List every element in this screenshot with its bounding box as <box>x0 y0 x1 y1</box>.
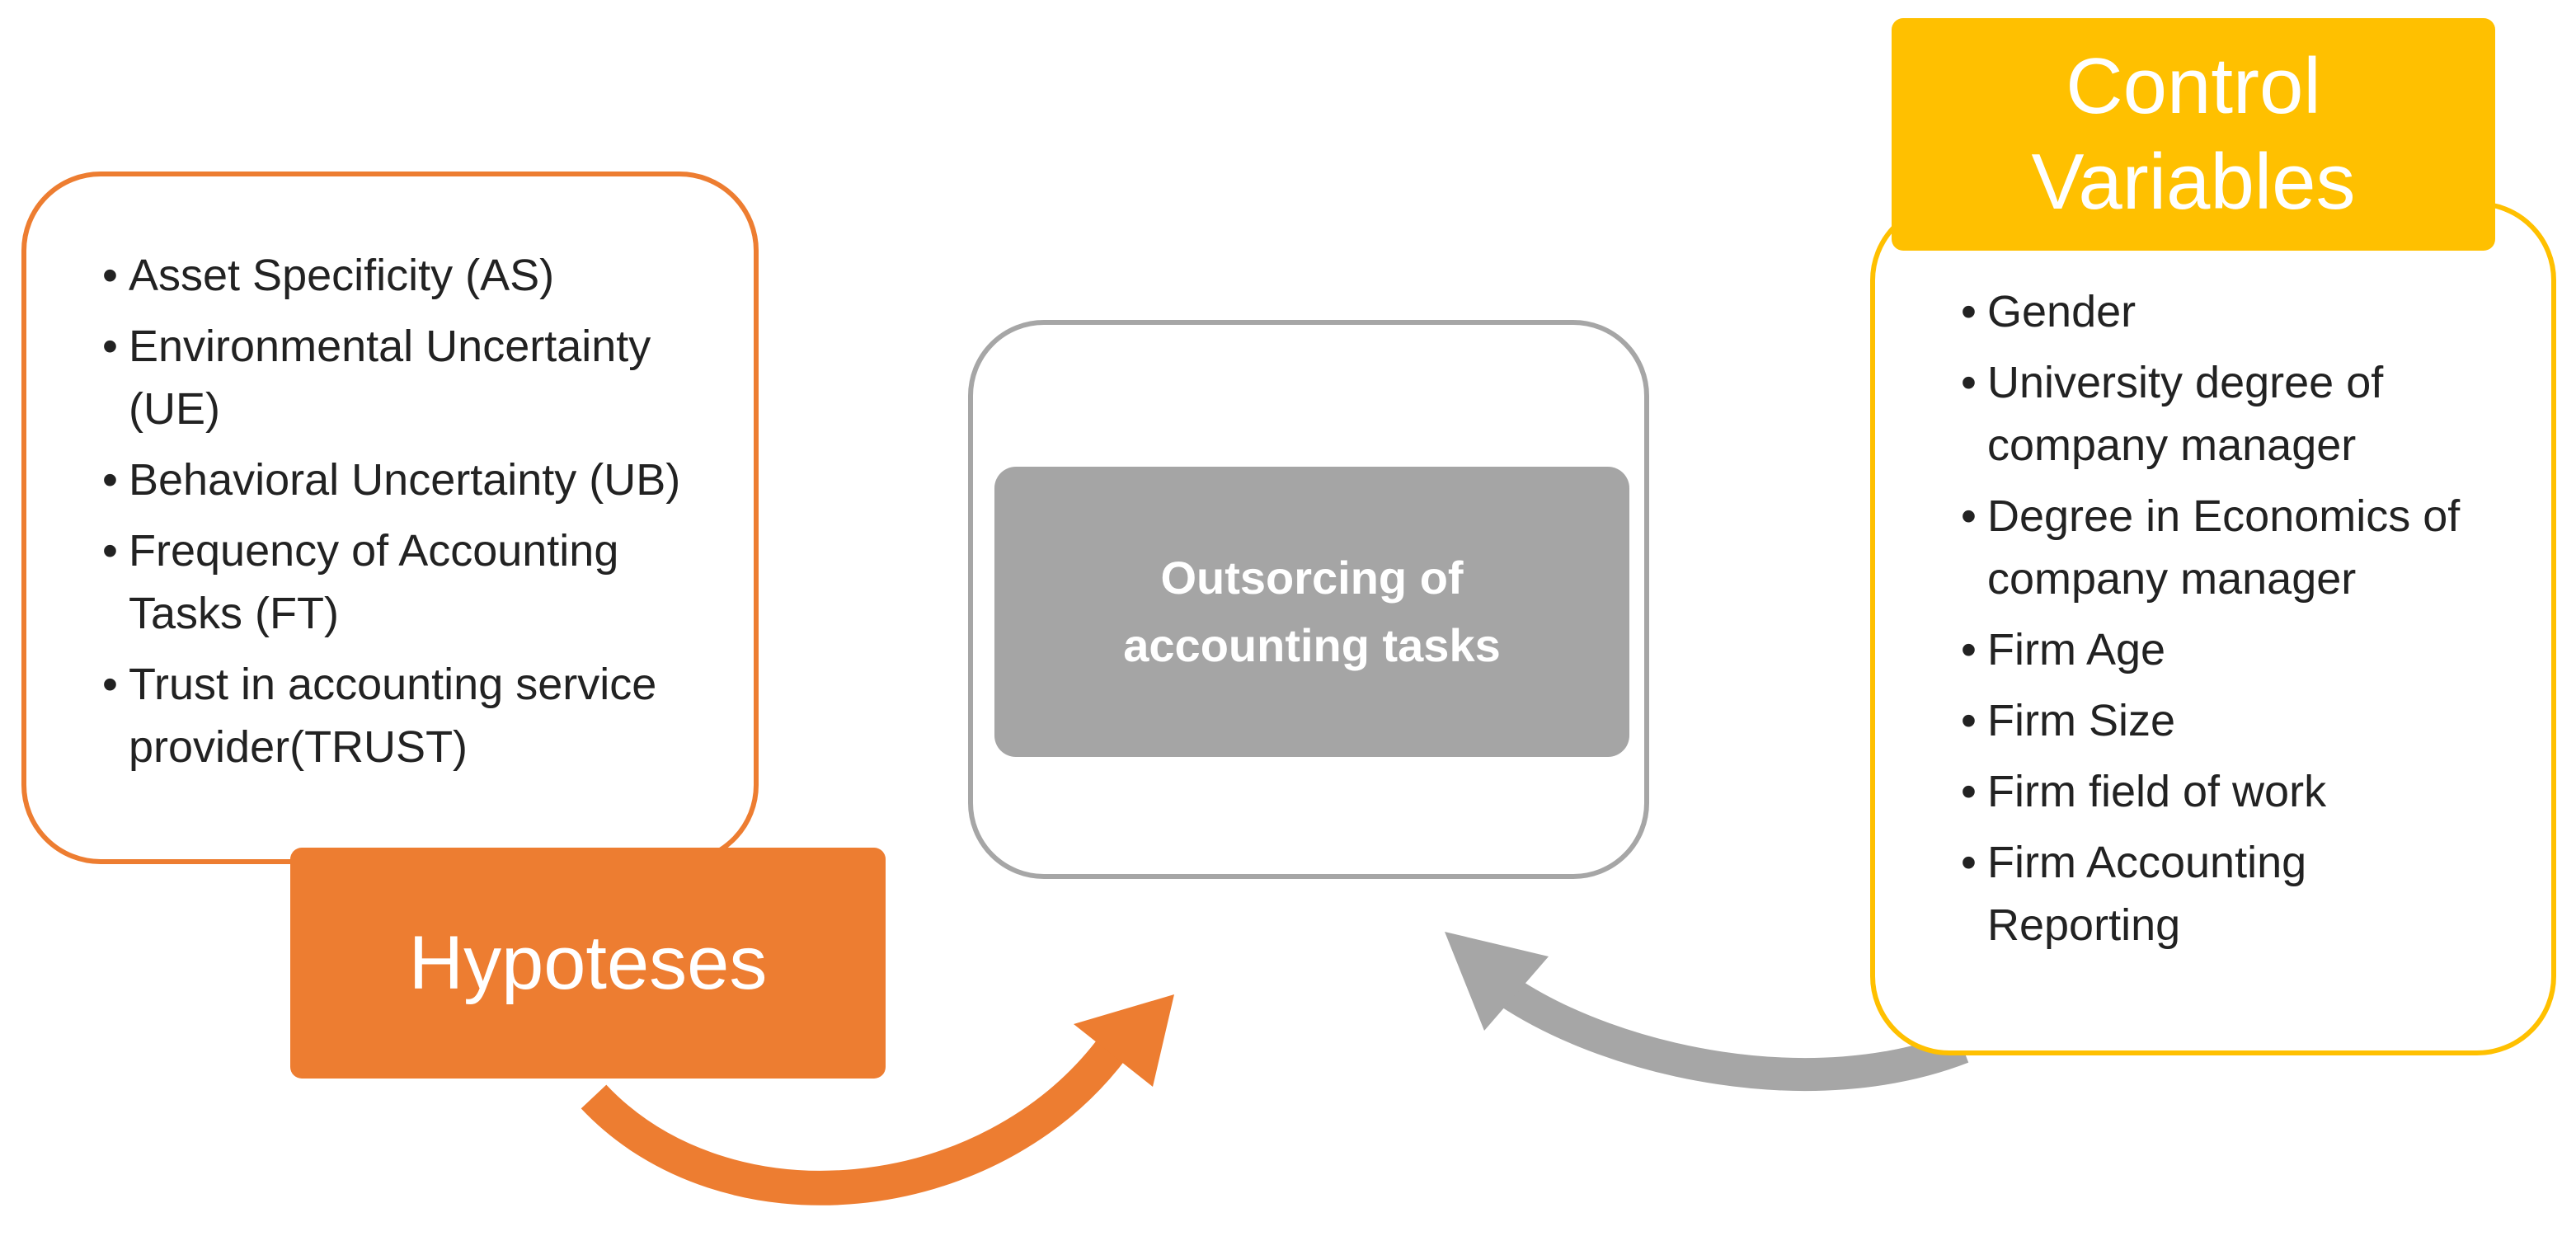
control-variables-label: Control Variables <box>1892 18 2495 251</box>
control-variable-item: University degree of company manager <box>1959 351 2503 477</box>
outcome-box: Outsorcing of accounting tasks <box>994 467 1629 757</box>
hypotheses-arrowhead-icon <box>1074 994 1174 1087</box>
hypothesis-item: Environmental Uncertainty (UE) <box>101 315 694 440</box>
hypotheses-list: Asset Specificity (AS) Environmental Unc… <box>101 244 694 787</box>
hypothesis-item: Frequency of Accounting Tasks (FT) <box>101 519 694 645</box>
control-variables-label-text: Control Variables <box>2031 42 2356 226</box>
control-arrow <box>1497 977 1969 1092</box>
control-variable-item: Firm Accounting Reporting <box>1959 831 2503 956</box>
hypothesis-item: Asset Specificity (AS) <box>101 244 694 307</box>
control-variable-item: Firm Size <box>1959 689 2503 752</box>
hypotheses-label-text: Hypoteses <box>408 920 768 1005</box>
control-variable-item: Firm Age <box>1959 618 2503 681</box>
control-arrowhead-icon <box>1445 932 1549 1031</box>
control-variable-item: Gender <box>1959 280 2503 343</box>
hypotheses-label: Hypoteses <box>290 848 886 1079</box>
control-variable-item: Firm field of work <box>1959 760 2503 823</box>
hypothesis-item: Trust in accounting service provider(TRU… <box>101 653 694 778</box>
control-variable-item: Degree in Economics of company manager <box>1959 485 2503 610</box>
hypothesis-item: Behavioral Uncertainty (UB) <box>101 449 694 511</box>
hypotheses-arrow <box>581 1036 1127 1205</box>
outcome-label: Outsorcing of accounting tasks <box>1123 552 1501 671</box>
control-variables-list: Gender University degree of company mana… <box>1959 280 2503 965</box>
